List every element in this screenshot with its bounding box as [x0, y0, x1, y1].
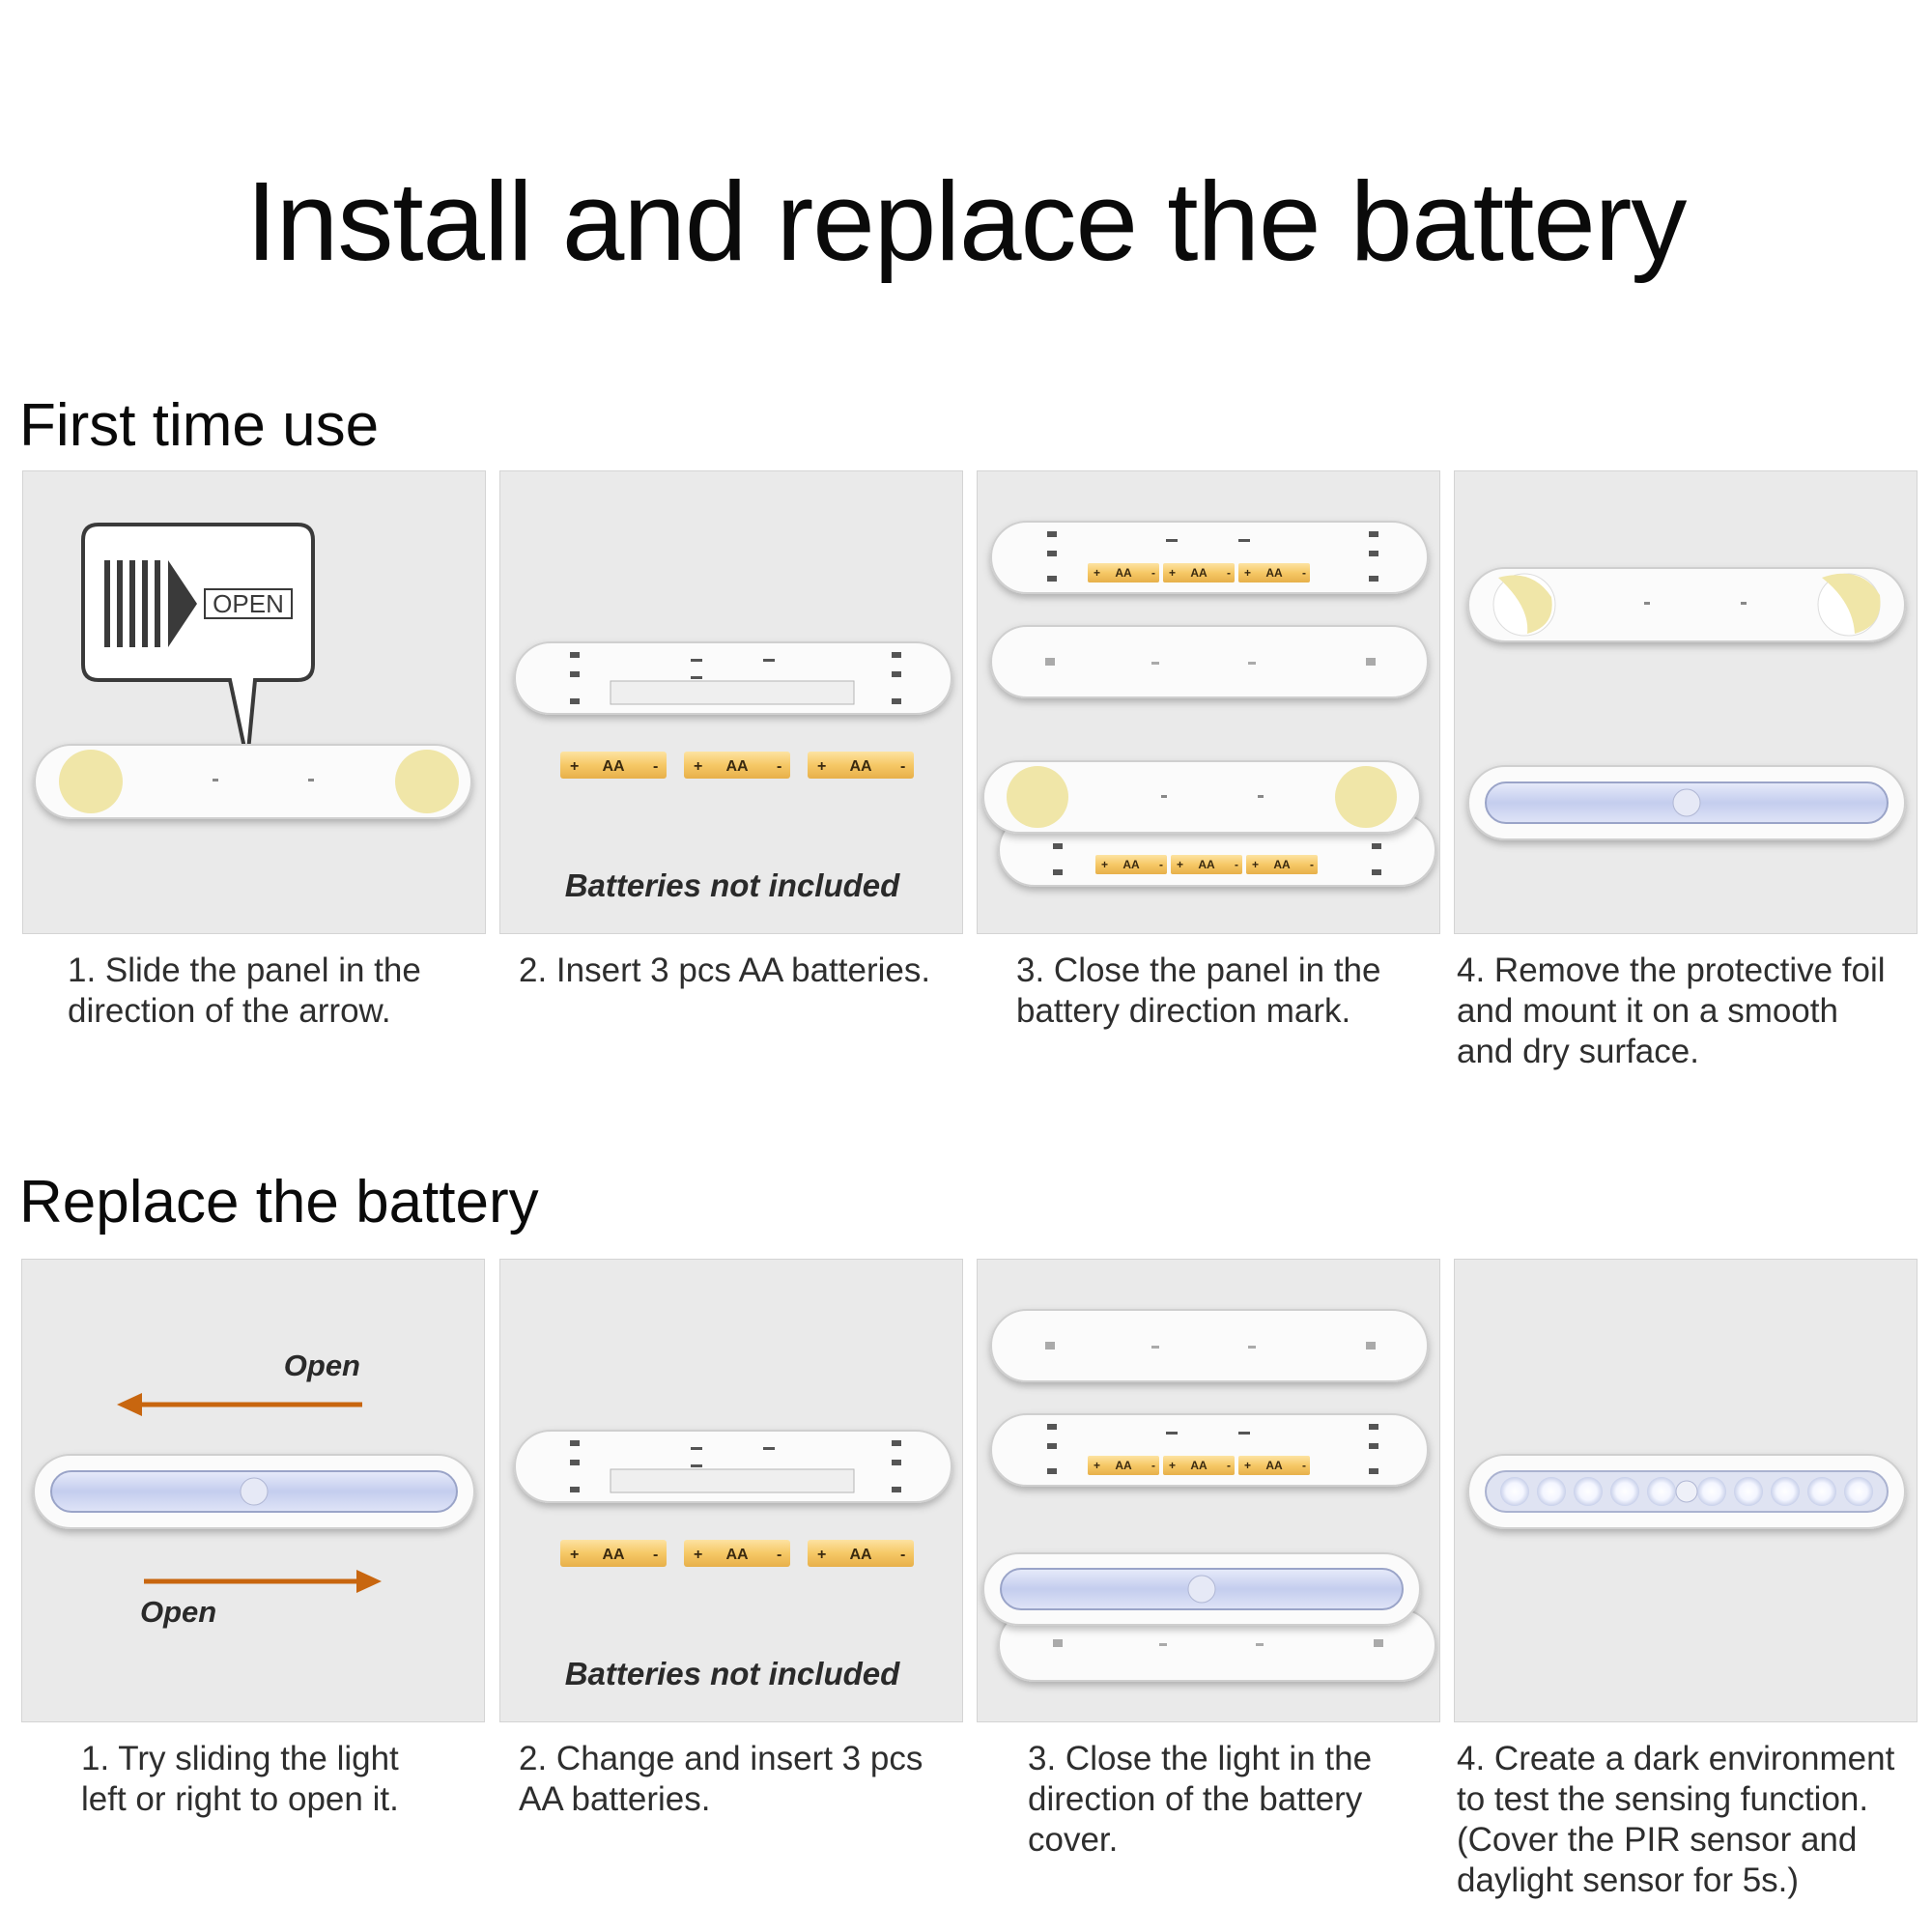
caption-replace-step-4: 4. Create a dark environment to test the… — [1457, 1740, 1895, 1899]
aa-battery — [684, 752, 790, 779]
led-lights — [1500, 1477, 1873, 1506]
svg-text:-: - — [777, 758, 781, 775]
adhesive-pad — [1335, 766, 1397, 828]
pir-sensor-icon — [1675, 1480, 1698, 1503]
svg-text:AA: AA — [849, 1547, 872, 1563]
light-bar-back — [34, 744, 472, 819]
page-title: Install and replace the battery — [245, 158, 1688, 284]
svg-text:AA: AA — [1122, 858, 1140, 871]
battery-compartment — [610, 1468, 855, 1493]
arrow-right-icon — [144, 1570, 382, 1593]
light-bar-back — [1467, 567, 1906, 642]
arrow-left-icon — [117, 1393, 362, 1416]
svg-text:+: + — [1094, 1459, 1100, 1472]
adhesive-pad — [59, 750, 123, 813]
protective-foil — [1492, 573, 1881, 637]
step-image-close-panel: + AA - + AA - + AA - + AA - + AA - + AA - — [977, 470, 1440, 934]
svg-text:-: - — [1235, 858, 1238, 871]
svg-text:AA: AA — [1190, 1459, 1208, 1472]
svg-text:-: - — [1227, 566, 1231, 580]
step-image-mount — [1454, 470, 1918, 934]
step-image-test-sensor — [1454, 1259, 1918, 1722]
caption-step-2: 2. Insert 3 pcs AA batteries. — [519, 952, 931, 989]
battery-compartment — [610, 680, 855, 705]
svg-text:+: + — [570, 1547, 579, 1563]
svg-text:AA: AA — [1265, 1459, 1283, 1472]
batteries-note: Batteries not included — [565, 1656, 900, 1691]
speech-bubble — [81, 523, 315, 762]
open-label-bottom: Open — [140, 1595, 216, 1629]
open-label: OPEN — [213, 589, 284, 618]
caption-step-1: 1. Slide the panel in the direction of t… — [68, 952, 421, 1030]
svg-text:AA: AA — [849, 758, 872, 775]
aa-battery — [560, 1540, 667, 1567]
batteries-note: Batteries not included — [565, 867, 900, 903]
svg-text:-: - — [1227, 1459, 1231, 1472]
caption-replace-step-2: 2. Change and insert 3 pcs AA batteries. — [519, 1740, 923, 1818]
pir-sensor-icon — [1187, 1575, 1216, 1604]
svg-text:AA: AA — [1273, 858, 1291, 871]
caption-step-4: 4. Remove the protective foil and mount … — [1457, 952, 1886, 1070]
svg-text:+: + — [694, 1547, 702, 1563]
svg-text:-: - — [1310, 858, 1314, 871]
section-heading-replace-battery: Replace the battery — [19, 1169, 539, 1236]
svg-text:AA: AA — [1265, 566, 1283, 580]
step-image-slide-open: Open Open — [21, 1259, 485, 1722]
battery-row: + AA - + AA - + AA - — [560, 752, 914, 779]
svg-text:+: + — [694, 758, 702, 775]
aa-battery — [684, 1540, 790, 1567]
caption-replace-step-3: 3. Close the light in the direction of t… — [1028, 1740, 1373, 1859]
svg-text:+: + — [817, 758, 826, 775]
svg-text:+: + — [1244, 1459, 1251, 1472]
aa-battery — [808, 1540, 914, 1567]
svg-text:-: - — [777, 1547, 781, 1563]
aa-battery — [808, 752, 914, 779]
svg-text:-: - — [1302, 1459, 1306, 1472]
adhesive-pad — [1007, 766, 1068, 828]
caption-replace-step-1: 1. Try sliding the light left or right t… — [81, 1740, 399, 1818]
svg-text:+: + — [570, 758, 579, 775]
open-arrow-icon — [104, 560, 197, 647]
step-image-slide-panel: OPEN — [22, 470, 486, 934]
svg-text:-: - — [900, 758, 905, 775]
caption-step-3: 3. Close the panel in the battery direct… — [1016, 952, 1381, 1030]
pir-sensor-icon — [1672, 788, 1701, 817]
section-heading-first-time-use: First time use — [19, 392, 380, 459]
svg-text:-: - — [1159, 858, 1163, 871]
svg-text:+: + — [817, 1547, 826, 1563]
svg-text:+: + — [1169, 566, 1176, 580]
step-image-insert-batteries: + AA - + AA - + AA - Batteries not inclu… — [499, 470, 963, 934]
svg-text:AA: AA — [1198, 858, 1215, 871]
svg-text:AA: AA — [602, 1547, 625, 1563]
svg-text:-: - — [653, 758, 658, 775]
battery-cover — [990, 1309, 1429, 1382]
svg-text:-: - — [900, 1547, 905, 1563]
svg-text:-: - — [653, 1547, 658, 1563]
open-label-top: Open — [284, 1349, 360, 1382]
svg-text:+: + — [1244, 566, 1251, 580]
step-image-close-light: + AA - + AA - + AA - — [977, 1259, 1440, 1722]
svg-text:AA: AA — [725, 1547, 749, 1563]
battery-row: + AA - + AA - + AA - — [560, 1540, 914, 1567]
svg-text:AA: AA — [1115, 566, 1132, 580]
svg-text:+: + — [1252, 858, 1259, 871]
svg-text:AA: AA — [725, 758, 749, 775]
svg-text:-: - — [1151, 1459, 1155, 1472]
svg-text:AA: AA — [1190, 566, 1208, 580]
svg-text:AA: AA — [1115, 1459, 1132, 1472]
svg-text:+: + — [1177, 858, 1183, 871]
svg-text:-: - — [1151, 566, 1155, 580]
svg-text:+: + — [1169, 1459, 1176, 1472]
svg-text:-: - — [1302, 566, 1306, 580]
aa-battery — [560, 752, 667, 779]
svg-text:+: + — [1094, 566, 1100, 580]
step-image-change-batteries: + AA - + AA - + AA - Batteries not inclu… — [499, 1259, 963, 1722]
pir-sensor-icon — [240, 1477, 269, 1506]
svg-text:AA: AA — [602, 758, 625, 775]
light-bar-back — [982, 760, 1421, 834]
adhesive-pad — [395, 750, 459, 813]
svg-text:+: + — [1101, 858, 1108, 871]
battery-cover — [990, 625, 1429, 698]
